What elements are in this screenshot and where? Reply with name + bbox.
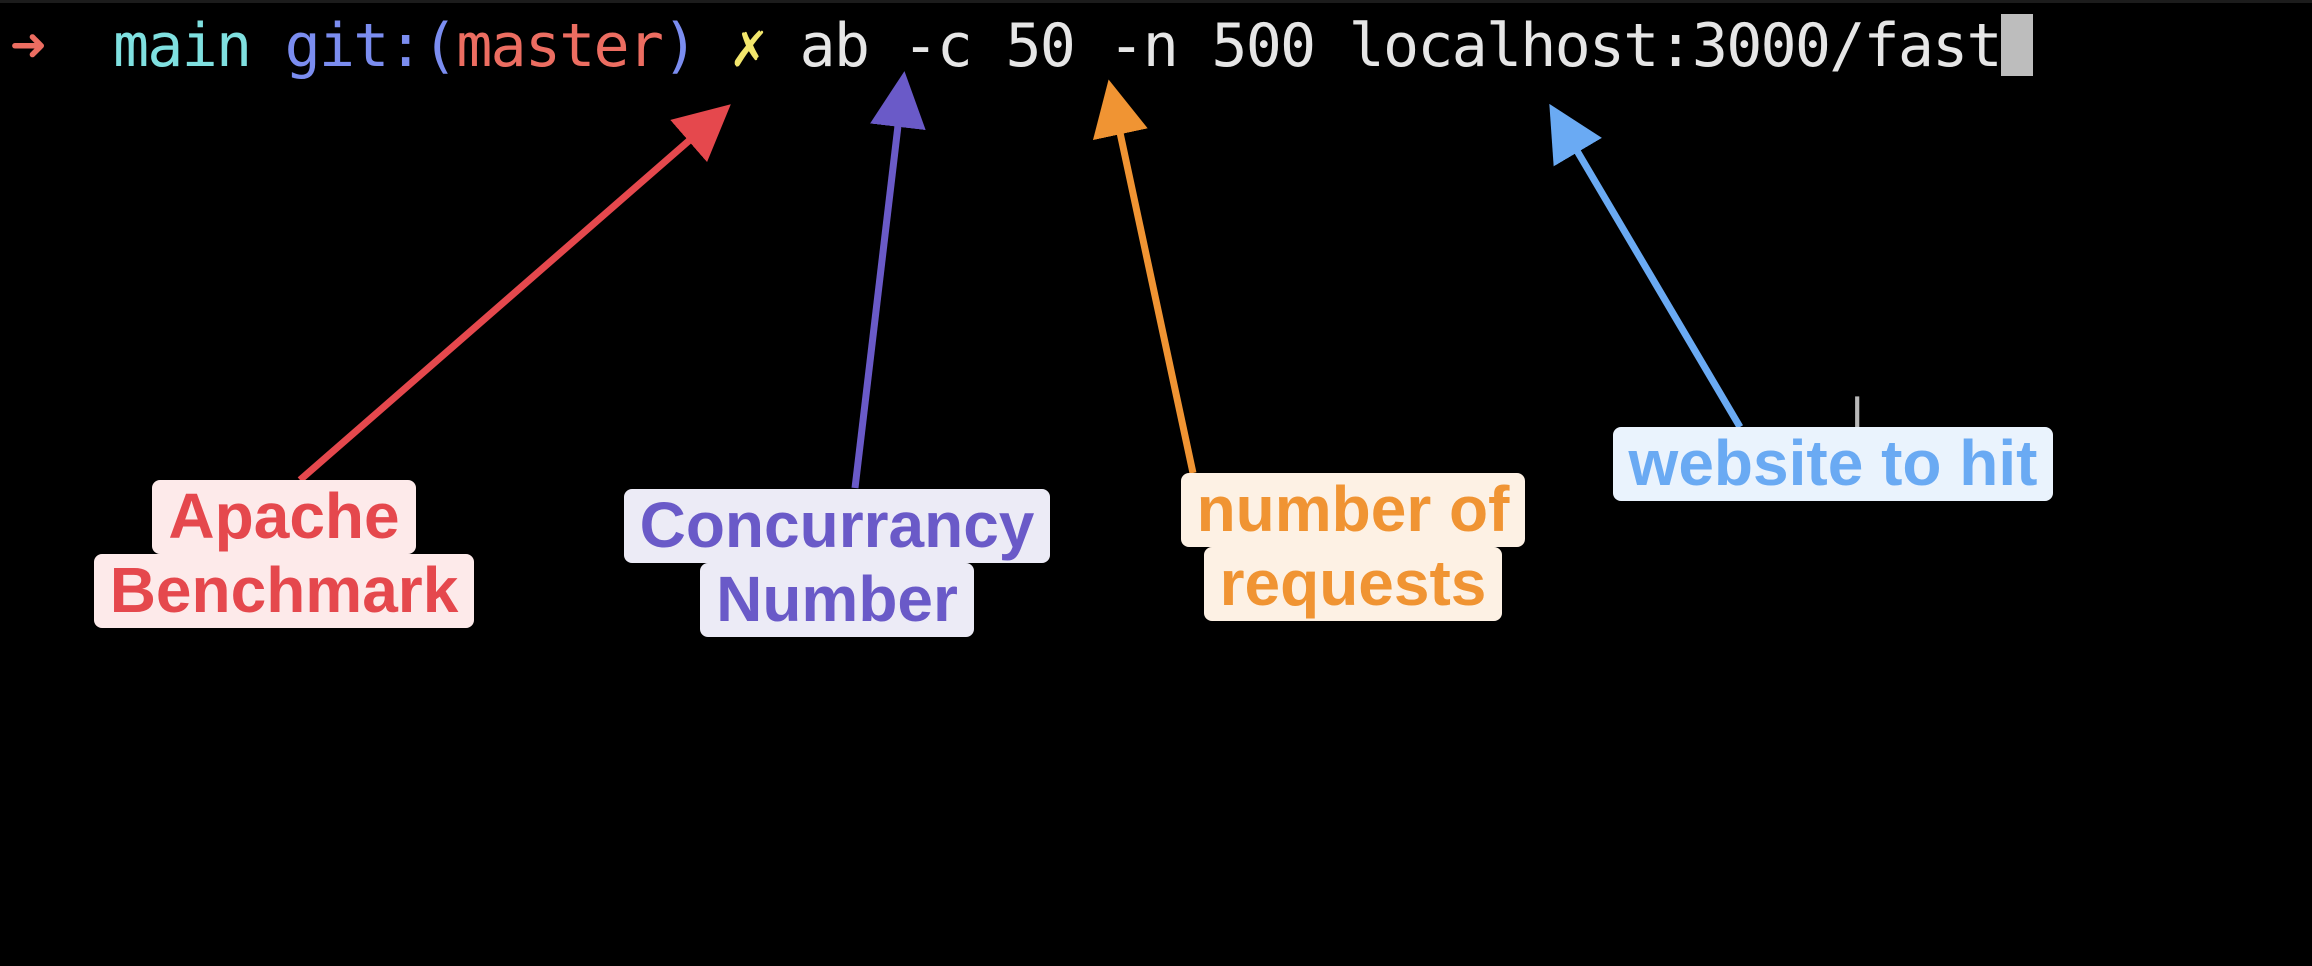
current-directory: main bbox=[112, 11, 252, 81]
annotation-website-to-hit: website to hit bbox=[1588, 427, 2078, 501]
annotation-number-of-requests: number of requests bbox=[1163, 473, 1543, 621]
annotation-concurrency-line2: Number bbox=[700, 563, 974, 637]
arrow-apache-benchmark bbox=[297, 104, 731, 483]
annotation-apache-line1: Apache bbox=[152, 480, 416, 554]
window-top-edge bbox=[0, 0, 2312, 3]
annotation-apache-benchmark: Apache Benchmark bbox=[74, 480, 494, 628]
command-prompt-line[interactable]: ➜ main git:(master) ✗ ab -c 50 -n 500 lo… bbox=[10, 10, 2033, 82]
annotation-apache-line2: Benchmark bbox=[93, 554, 475, 628]
git-branch-name: master bbox=[456, 11, 664, 81]
git-label-close: ) bbox=[662, 11, 698, 81]
git-dirty-marker: ✗ bbox=[730, 11, 767, 81]
annotation-requests-line2: requests bbox=[1203, 547, 1503, 621]
git-label-open: git:( bbox=[284, 11, 458, 81]
arrow-number-of-requests bbox=[1092, 79, 1197, 474]
annotation-concurrency-number: Concurrancy Number bbox=[600, 489, 1074, 637]
annotation-requests-line1: number of bbox=[1180, 473, 1526, 547]
prompt-arrow-icon: ➜ bbox=[10, 11, 46, 81]
command-input[interactable]: ab -c 50 -n 500 localhost:3000/fast bbox=[799, 11, 2003, 81]
text-cursor-block bbox=[2000, 14, 2033, 77]
annotation-website-line1: website to hit bbox=[1612, 427, 2054, 501]
arrow-website bbox=[1549, 103, 1744, 429]
annotation-concurrency-line1: Concurrancy bbox=[623, 489, 1051, 563]
text-cursor-icon: I bbox=[1851, 388, 1864, 437]
arrow-concurrency bbox=[851, 71, 926, 489]
